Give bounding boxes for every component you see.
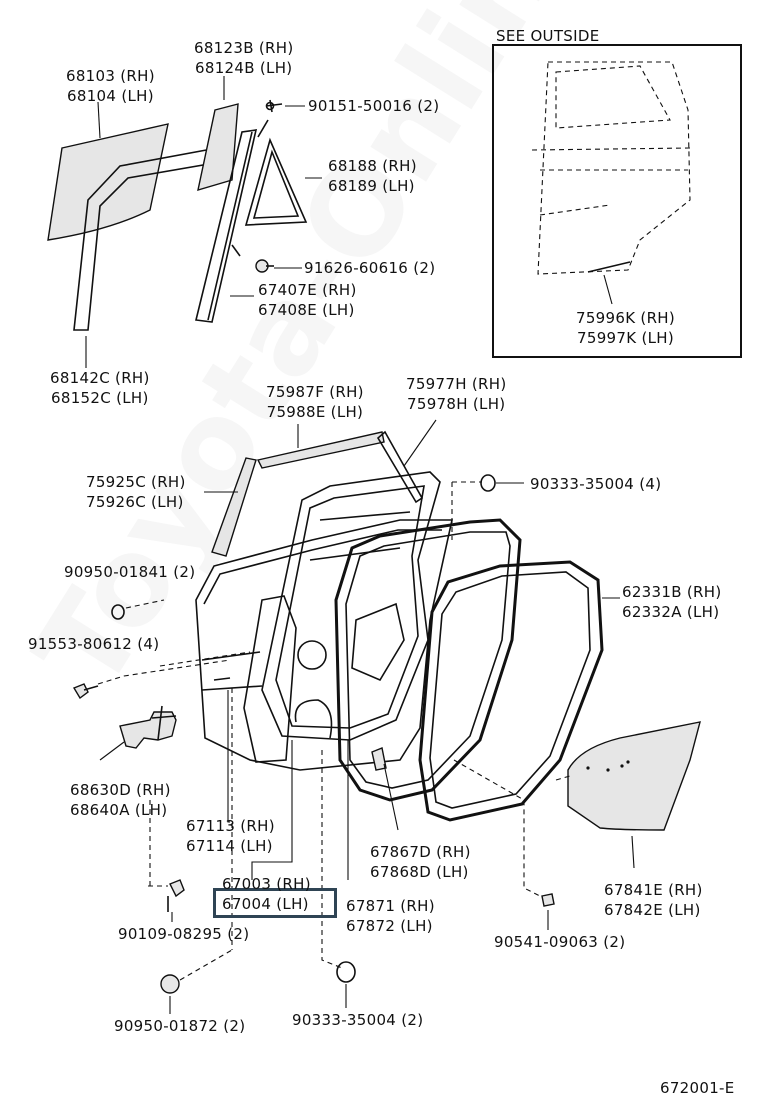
part-label-75996[interactable]: 75996K (RH)75997K (LH) bbox=[576, 309, 676, 347]
door-weatherstrip-drawing bbox=[334, 518, 522, 802]
part-label-90333a[interactable]: 90333-35004 (4) bbox=[530, 475, 662, 493]
plug-drawing-90333b bbox=[336, 961, 356, 983]
bolt-drawing-91553 bbox=[72, 683, 99, 700]
part-label-68188[interactable]: 68188 (RH)68189 (LH) bbox=[328, 157, 417, 195]
part-label-67871[interactable]: 67871 (RH)67872 (LH) bbox=[346, 897, 435, 935]
body-weatherstrip-drawing bbox=[418, 560, 620, 822]
part-label-75977[interactable]: 75977H (RH)75978H (LH) bbox=[406, 375, 507, 413]
belt-moulding-drawing bbox=[256, 424, 385, 469]
part-label-62331[interactable]: 62331B (RH)62332A (LH) bbox=[622, 583, 722, 621]
part-label-90151[interactable]: 90151-50016 (2) bbox=[308, 97, 440, 115]
division-bar-drawing bbox=[195, 103, 258, 323]
plug-drawing-90950a bbox=[111, 604, 125, 620]
door-frame-drawing bbox=[261, 471, 441, 741]
selected-part-highlight bbox=[213, 888, 337, 918]
inset-title: SEE OUTSIDE bbox=[496, 27, 600, 45]
part-label-67003[interactable]: 67003 (RH)67004 (LH) bbox=[222, 875, 311, 913]
door-inner-reinforcement bbox=[243, 595, 297, 763]
part-label-67113[interactable]: 67113 (RH)67114 (LH) bbox=[186, 817, 275, 855]
part-label-91626[interactable]: 91626-60616 (2) bbox=[304, 259, 436, 277]
part-label-91553[interactable]: 91553-80612 (4) bbox=[28, 635, 160, 653]
striker-bolt-drawing bbox=[371, 747, 399, 831]
inset-door-outline bbox=[531, 61, 691, 305]
part-label-67407[interactable]: 67407E (RH)67408E (LH) bbox=[258, 281, 357, 319]
small-screw-drawing bbox=[265, 99, 283, 113]
plug-drawing-90333a bbox=[480, 474, 524, 492]
part-label-90950a[interactable]: 90950-01841 (2) bbox=[64, 563, 196, 581]
part-label-75925[interactable]: 75925C (RH)75926C (LH) bbox=[86, 473, 186, 511]
frame-moulding-drawing bbox=[204, 457, 257, 557]
part-label-68142[interactable]: 68142C (RH)68152C (LH) bbox=[50, 369, 150, 407]
part-label-90950b[interactable]: 90950-01872 (2) bbox=[114, 1017, 246, 1035]
part-label-90109[interactable]: 90109-08295 (2) bbox=[118, 925, 250, 943]
bolt-drawing-91626 bbox=[231, 244, 274, 273]
outer-weatherstrip-drawing bbox=[376, 419, 437, 504]
part-label-68123[interactable]: 68123B (RH)68124B (LH) bbox=[194, 39, 294, 77]
part-label-90333b[interactable]: 90333-35004 (2) bbox=[292, 1011, 424, 1029]
door-glass-drawing bbox=[47, 123, 169, 241]
part-label-90541[interactable]: 90541-09063 (2) bbox=[494, 933, 626, 951]
plug-drawing-90950b bbox=[160, 974, 180, 994]
door-hinge-drawing bbox=[99, 705, 177, 761]
clip-drawing-90541 bbox=[541, 893, 555, 907]
part-label-68103[interactable]: 68103 (RH)68104 (LH) bbox=[66, 67, 155, 105]
service-hole-cover-drawing bbox=[567, 721, 701, 869]
quarter-glass-drawing bbox=[244, 119, 308, 226]
clip-drawing-90109 bbox=[167, 879, 185, 912]
part-label-67867[interactable]: 67867D (RH)67868D (LH) bbox=[370, 843, 471, 881]
part-label-68630[interactable]: 68630D (RH)68640A (LH) bbox=[70, 781, 171, 819]
diagram-code: 672001-E bbox=[660, 1079, 735, 1097]
part-label-67841[interactable]: 67841E (RH)67842E (LH) bbox=[604, 881, 703, 919]
inset-outside-view bbox=[492, 44, 742, 358]
part-label-75987[interactable]: 75987F (RH)75988E (LH) bbox=[266, 383, 364, 421]
